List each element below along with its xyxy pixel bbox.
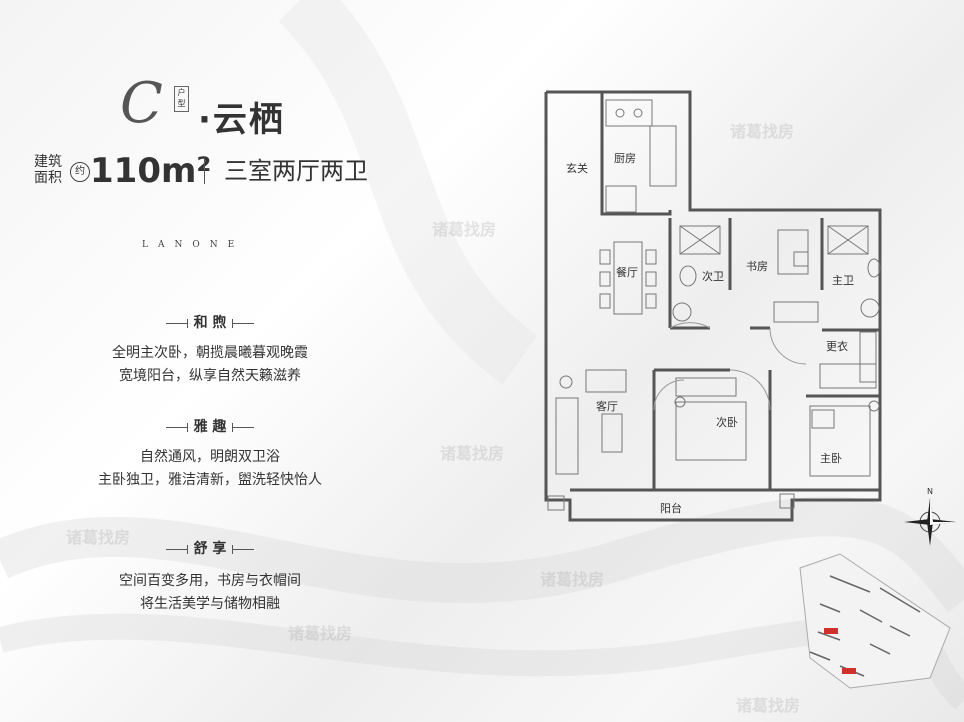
watermark: 诸葛找房 bbox=[440, 444, 505, 463]
brand-name: LANONE bbox=[142, 240, 245, 250]
unit-type-tag: 户型 bbox=[174, 86, 189, 112]
unit-location-marker bbox=[824, 628, 838, 634]
section-heading: 和 煦 bbox=[0, 312, 420, 332]
floor-plan: 玄关 厨房 餐厅 次卫 书房 主卫 更衣 客厅 次卧 主卧 阳台 bbox=[544, 90, 882, 522]
outer-wall bbox=[544, 90, 882, 522]
room-label-closet: 更衣 bbox=[826, 339, 848, 353]
compass-icon: N bbox=[904, 487, 956, 546]
room-label-second-bath: 次卫 bbox=[702, 269, 724, 283]
section-body: 全明主次卧，朝揽晨曦暮观晚霞 宽境阳台，纵享自然天籁滋养 bbox=[112, 345, 308, 384]
watermark: 诸葛找房 bbox=[730, 122, 795, 141]
divider bbox=[204, 158, 205, 184]
room-label-balcony: 阳台 bbox=[660, 501, 682, 515]
unit-letter: C bbox=[120, 71, 163, 136]
section-body: 空间百变多用，书房与衣帽间 将生活美学与储物相融 bbox=[119, 573, 301, 612]
room-label-living: 客厅 bbox=[596, 399, 618, 413]
unit-name: ·云栖 bbox=[198, 100, 285, 140]
room-label-study: 书房 bbox=[746, 260, 768, 273]
watermark: 诸葛找房 bbox=[66, 528, 131, 547]
unit-title: C 户型 ·云栖 bbox=[118, 72, 418, 142]
area-label: 建筑面积 bbox=[34, 154, 62, 186]
room-label-dining: 餐厅 bbox=[616, 265, 638, 279]
section-heading: 舒 享 bbox=[0, 538, 420, 558]
room-label-master-bath: 主卫 bbox=[832, 274, 854, 287]
room-label-entry: 玄关 bbox=[566, 161, 588, 175]
layout-type: 三室两厅两卫 bbox=[224, 157, 368, 185]
watermark: 诸葛找房 bbox=[540, 570, 605, 589]
section-body: 自然通风，明朗双卫浴 主卧独卫，雅洁清新，盥洗轻快怡人 bbox=[98, 449, 322, 488]
watermark: 诸葛找房 bbox=[288, 624, 353, 643]
site-plan bbox=[799, 553, 951, 689]
room-label-master-bed: 主卧 bbox=[820, 452, 842, 465]
compass-north-label: N bbox=[927, 487, 933, 496]
unit-location-marker bbox=[842, 668, 856, 674]
approx-badge: 约 bbox=[70, 162, 90, 182]
watermark: 诸葛找房 bbox=[736, 696, 801, 715]
area-row: 建筑面积 约 110m² 三室两厅两卫 bbox=[34, 152, 434, 192]
watermark: 诸葛找房 bbox=[432, 220, 497, 239]
room-label-second-bed: 次卧 bbox=[716, 415, 738, 429]
area-value: 110m² bbox=[90, 151, 212, 191]
room-label-kitchen: 厨房 bbox=[614, 152, 636, 165]
section-heading: 雅 趣 bbox=[0, 416, 420, 436]
